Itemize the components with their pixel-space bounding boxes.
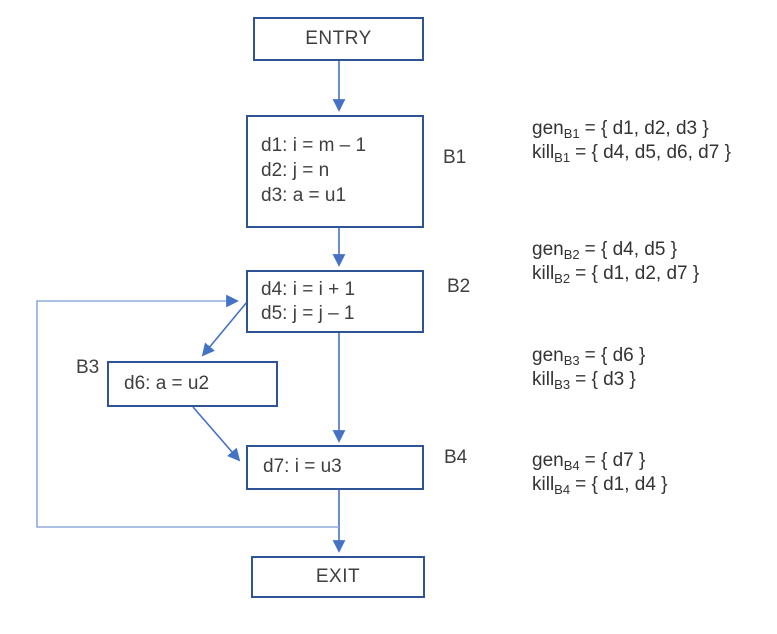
block-b4: d7: i = u3	[246, 445, 424, 490]
annotation-b3: genB3= { d6 } killB3= { d3 }	[532, 344, 645, 392]
edge-b4-loop-back-to-b2	[36, 294, 339, 528]
edge-b2-to-b3	[201, 301, 248, 357]
statement-d4: d4: i = i + 1	[261, 279, 356, 300]
gen-set-b1: genB1= { d1, d2, d3 }	[532, 118, 709, 141]
kill-set-b2: killB2= { d1, d2, d7 }	[532, 263, 700, 286]
statement-d2: d2: j = n	[261, 160, 330, 181]
statement-d6: d6: a = u2	[124, 373, 210, 394]
gen-set-b3: genB3= { d6 }	[532, 345, 646, 368]
kill-set-b3: killB3= { d3 }	[532, 369, 636, 392]
exit-label: EXIT	[315, 566, 361, 587]
entry-label: ENTRY	[305, 28, 372, 49]
block-label-b2: B2	[447, 276, 471, 297]
kill-set-b4: killB4= { d1, d4 }	[532, 474, 668, 497]
gen-set-b2: genB2= { d4, d5 }	[532, 239, 678, 262]
exit-node: EXIT	[251, 556, 425, 598]
block-label-b4: B4	[444, 447, 468, 468]
entry-node: ENTRY	[253, 17, 424, 61]
statement-d5: d5: j = j – 1	[261, 303, 355, 324]
block-b3: d6: a = u2	[107, 361, 278, 407]
block-label-b1: B1	[443, 147, 467, 168]
annotation-b4: genB4= { d7 } killB4= { d1, d4 }	[532, 449, 668, 497]
annotation-b2: genB2= { d4, d5 } killB2= { d1, d2, d7 }	[532, 238, 699, 286]
block-label-b3: B3	[76, 357, 100, 378]
kill-set-b1: killB1= { d4, d5, d6, d7 }	[532, 142, 731, 165]
statement-d7: d7: i = u3	[263, 456, 342, 477]
annotation-b1: genB1= { d1, d2, d3 } killB1= { d4, d5, …	[532, 117, 731, 165]
gen-set-b4: genB4= { d7 }	[532, 450, 646, 473]
block-b2: d4: i = i + 1 d5: j = j – 1	[246, 270, 424, 333]
statement-d1: d1: i = m – 1	[261, 135, 367, 156]
block-b1: d1: i = m – 1 d2: j = n d3: a = u1	[246, 115, 424, 228]
statement-d3: d3: a = u1	[261, 185, 347, 206]
edge-b3-to-b4	[192, 406, 241, 462]
